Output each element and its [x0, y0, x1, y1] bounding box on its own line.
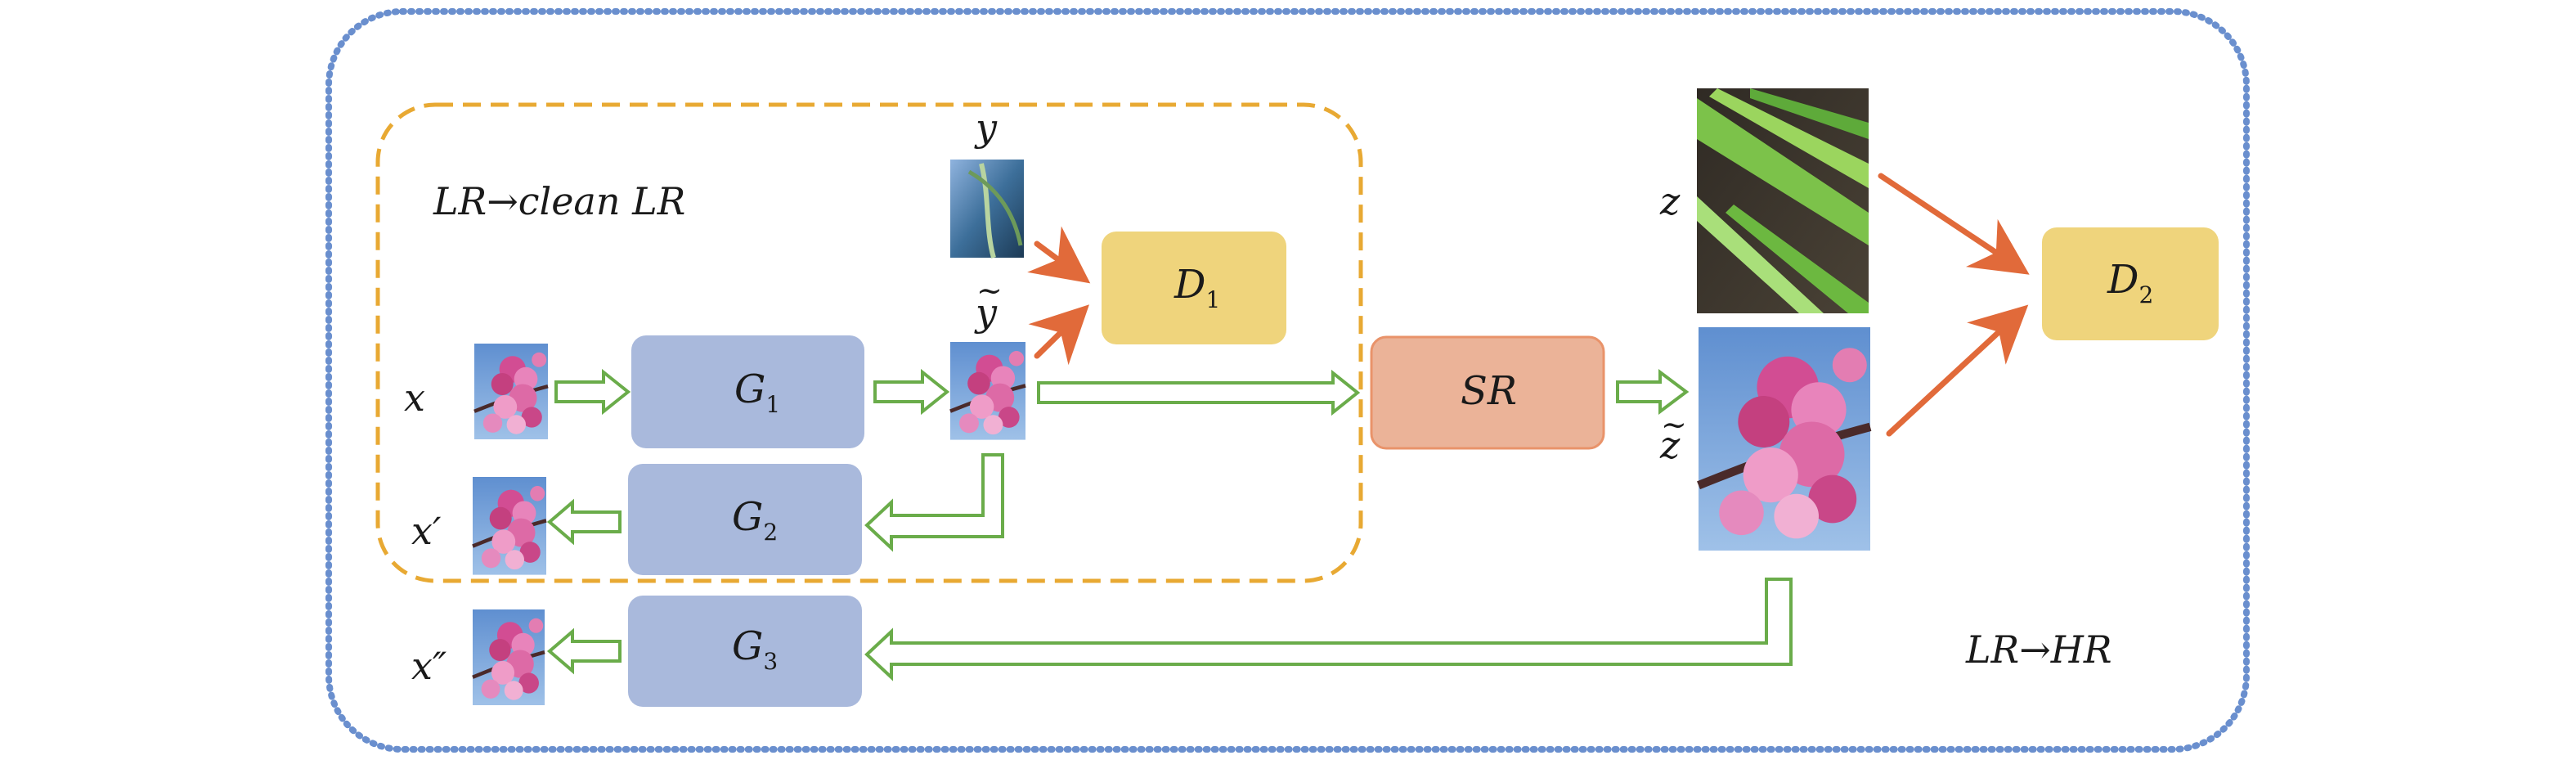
arrow-y-to-d1: [1027, 226, 1091, 284]
arrow-y-tilde-to-sr: [1037, 369, 1361, 416]
generator-g3-box: G3: [628, 596, 862, 707]
arrow-sr-to-z-tilde: [1616, 369, 1690, 415]
input-image-x: [474, 344, 548, 439]
hr-sample-image-z: [1697, 88, 1869, 313]
label-x-prime: x′: [411, 509, 442, 553]
arrow-x-to-g1: [554, 368, 631, 416]
clean-lr-sample-image-y: [950, 160, 1024, 259]
outer-region-border: [325, 8, 2250, 753]
svg-text:D2: D2: [2107, 257, 2153, 308]
arrow-y-tilde-to-g2: [864, 453, 1004, 552]
generator-g2-box: G2: [628, 464, 862, 575]
arrow-g3-to-x-double-prime: [546, 627, 622, 675]
svg-text:G3: G3: [732, 623, 778, 675]
generator-g1-box: G1: [631, 335, 864, 448]
arrow-z-tilde-to-d2: [1886, 304, 2029, 437]
discriminator-d2-box: D2: [2042, 227, 2219, 340]
reconstructed-image-x-double-prime: [473, 609, 545, 705]
svg-text:G1: G1: [734, 367, 780, 418]
discriminator-d1-box: D1: [1102, 232, 1286, 344]
tilde-mark-y: ~: [976, 272, 1003, 308]
label-z-tilde: z: [1659, 423, 1681, 467]
inner-region-border: [375, 102, 1363, 583]
svg-text:SR: SR: [1461, 368, 1517, 414]
label-x: x: [404, 376, 425, 420]
arrow-y-tilde-to-d1: [1028, 304, 1089, 366]
super-resolution-sr-box: SR: [1370, 335, 1605, 450]
label-y: y: [974, 106, 998, 150]
inner-region-title: LR→clean LR: [433, 179, 685, 223]
outer-region-title: LR→HR: [1965, 627, 2112, 672]
label-y-tilde: y: [974, 290, 998, 335]
svg-text:D1: D1: [1174, 262, 1220, 313]
tilde-mark-z: ~: [1661, 407, 1687, 443]
arrow-z-tilde-to-g3: [864, 578, 1793, 681]
label-z: z: [1659, 179, 1681, 223]
svg-text:G2: G2: [732, 494, 778, 546]
label-x-double-prime: x″: [411, 644, 447, 688]
clean-lr-image-y-tilde: [950, 342, 1025, 440]
arrow-g2-to-x-prime: [546, 498, 622, 546]
arrow-g1-to-y-tilde: [873, 368, 950, 416]
reconstructed-image-x-prime: [473, 477, 546, 575]
arrow-z-to-d2: [1878, 173, 2030, 275]
super-resolved-image-z-tilde: [1699, 327, 1870, 551]
